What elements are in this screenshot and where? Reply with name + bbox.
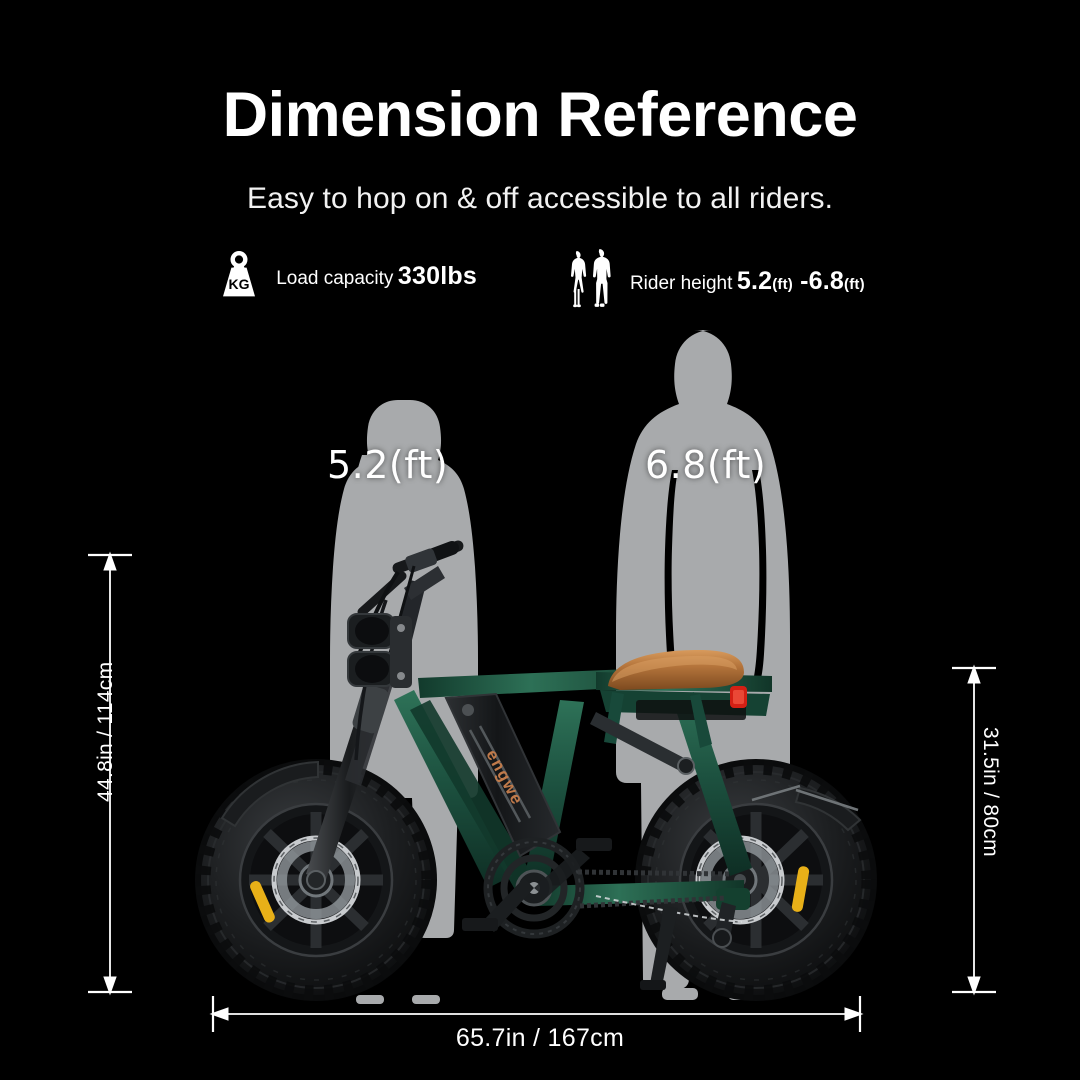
spec-rider-height-value: 5.2(ft) -6.8(ft) [737,267,865,295]
svg-text:KG: KG [229,276,250,292]
rider-height-separator: - [800,266,809,295]
rider-height-max-unit: (ft) [844,275,865,293]
rear-spoke-reflector [791,866,810,912]
rider-height-max: 6.8 [808,266,845,295]
male-height-label: 6.8(ft) [645,443,767,487]
rear-fender [794,786,862,832]
spec-rider-height-label: Rider height [629,272,733,294]
headlight-cluster [347,613,412,688]
spec-rider-height-text: Rider height 5.2(ft) -6.8(ft) [630,267,865,297]
page-subtitle: Easy to hop on & off accessible to all r… [246,182,834,215]
taillight [730,686,747,708]
saddle [608,650,744,690]
rider-height-min-unit: (ft) [772,275,793,293]
weight-kg-icon: KG [215,248,263,305]
rear-fender-stay-lower [751,784,801,802]
spec-load-capacity: KG Load capacity 330lbs [215,248,477,305]
front-tire-tread [195,759,437,1001]
dimension-height-label: 44.8in / 114cm [94,661,117,802]
rear-tire-tread [635,759,877,1001]
dimension-length-label: 65.7in / 167cm [455,1024,625,1052]
rear-fender-stay [795,788,859,812]
drivetrain [462,837,743,948]
rider-height-people-icon [561,248,617,315]
kickstand [640,906,678,990]
dimension-seat-height-label: 31.5in / 80cm [979,727,1002,857]
spec-rider-height: Rider height 5.2(ft) -6.8(ft) [561,248,865,315]
rear-wheel [635,759,877,1001]
spec-load-capacity-label: Load capacity [276,267,394,289]
front-spoke-reflector [250,881,275,923]
spec-load-capacity-text: Load capacity 330lbs [276,262,477,292]
spec-load-capacity-value: 330lbs [397,261,477,290]
front-fender [220,760,319,828]
page-title: Dimension Reference [222,80,858,150]
spec-badge-row: KG Load capacity 330lbs [0,248,1080,315]
female-height-label: 5.2(ft) [327,443,449,487]
rider-height-min: 5.2 [736,266,773,295]
